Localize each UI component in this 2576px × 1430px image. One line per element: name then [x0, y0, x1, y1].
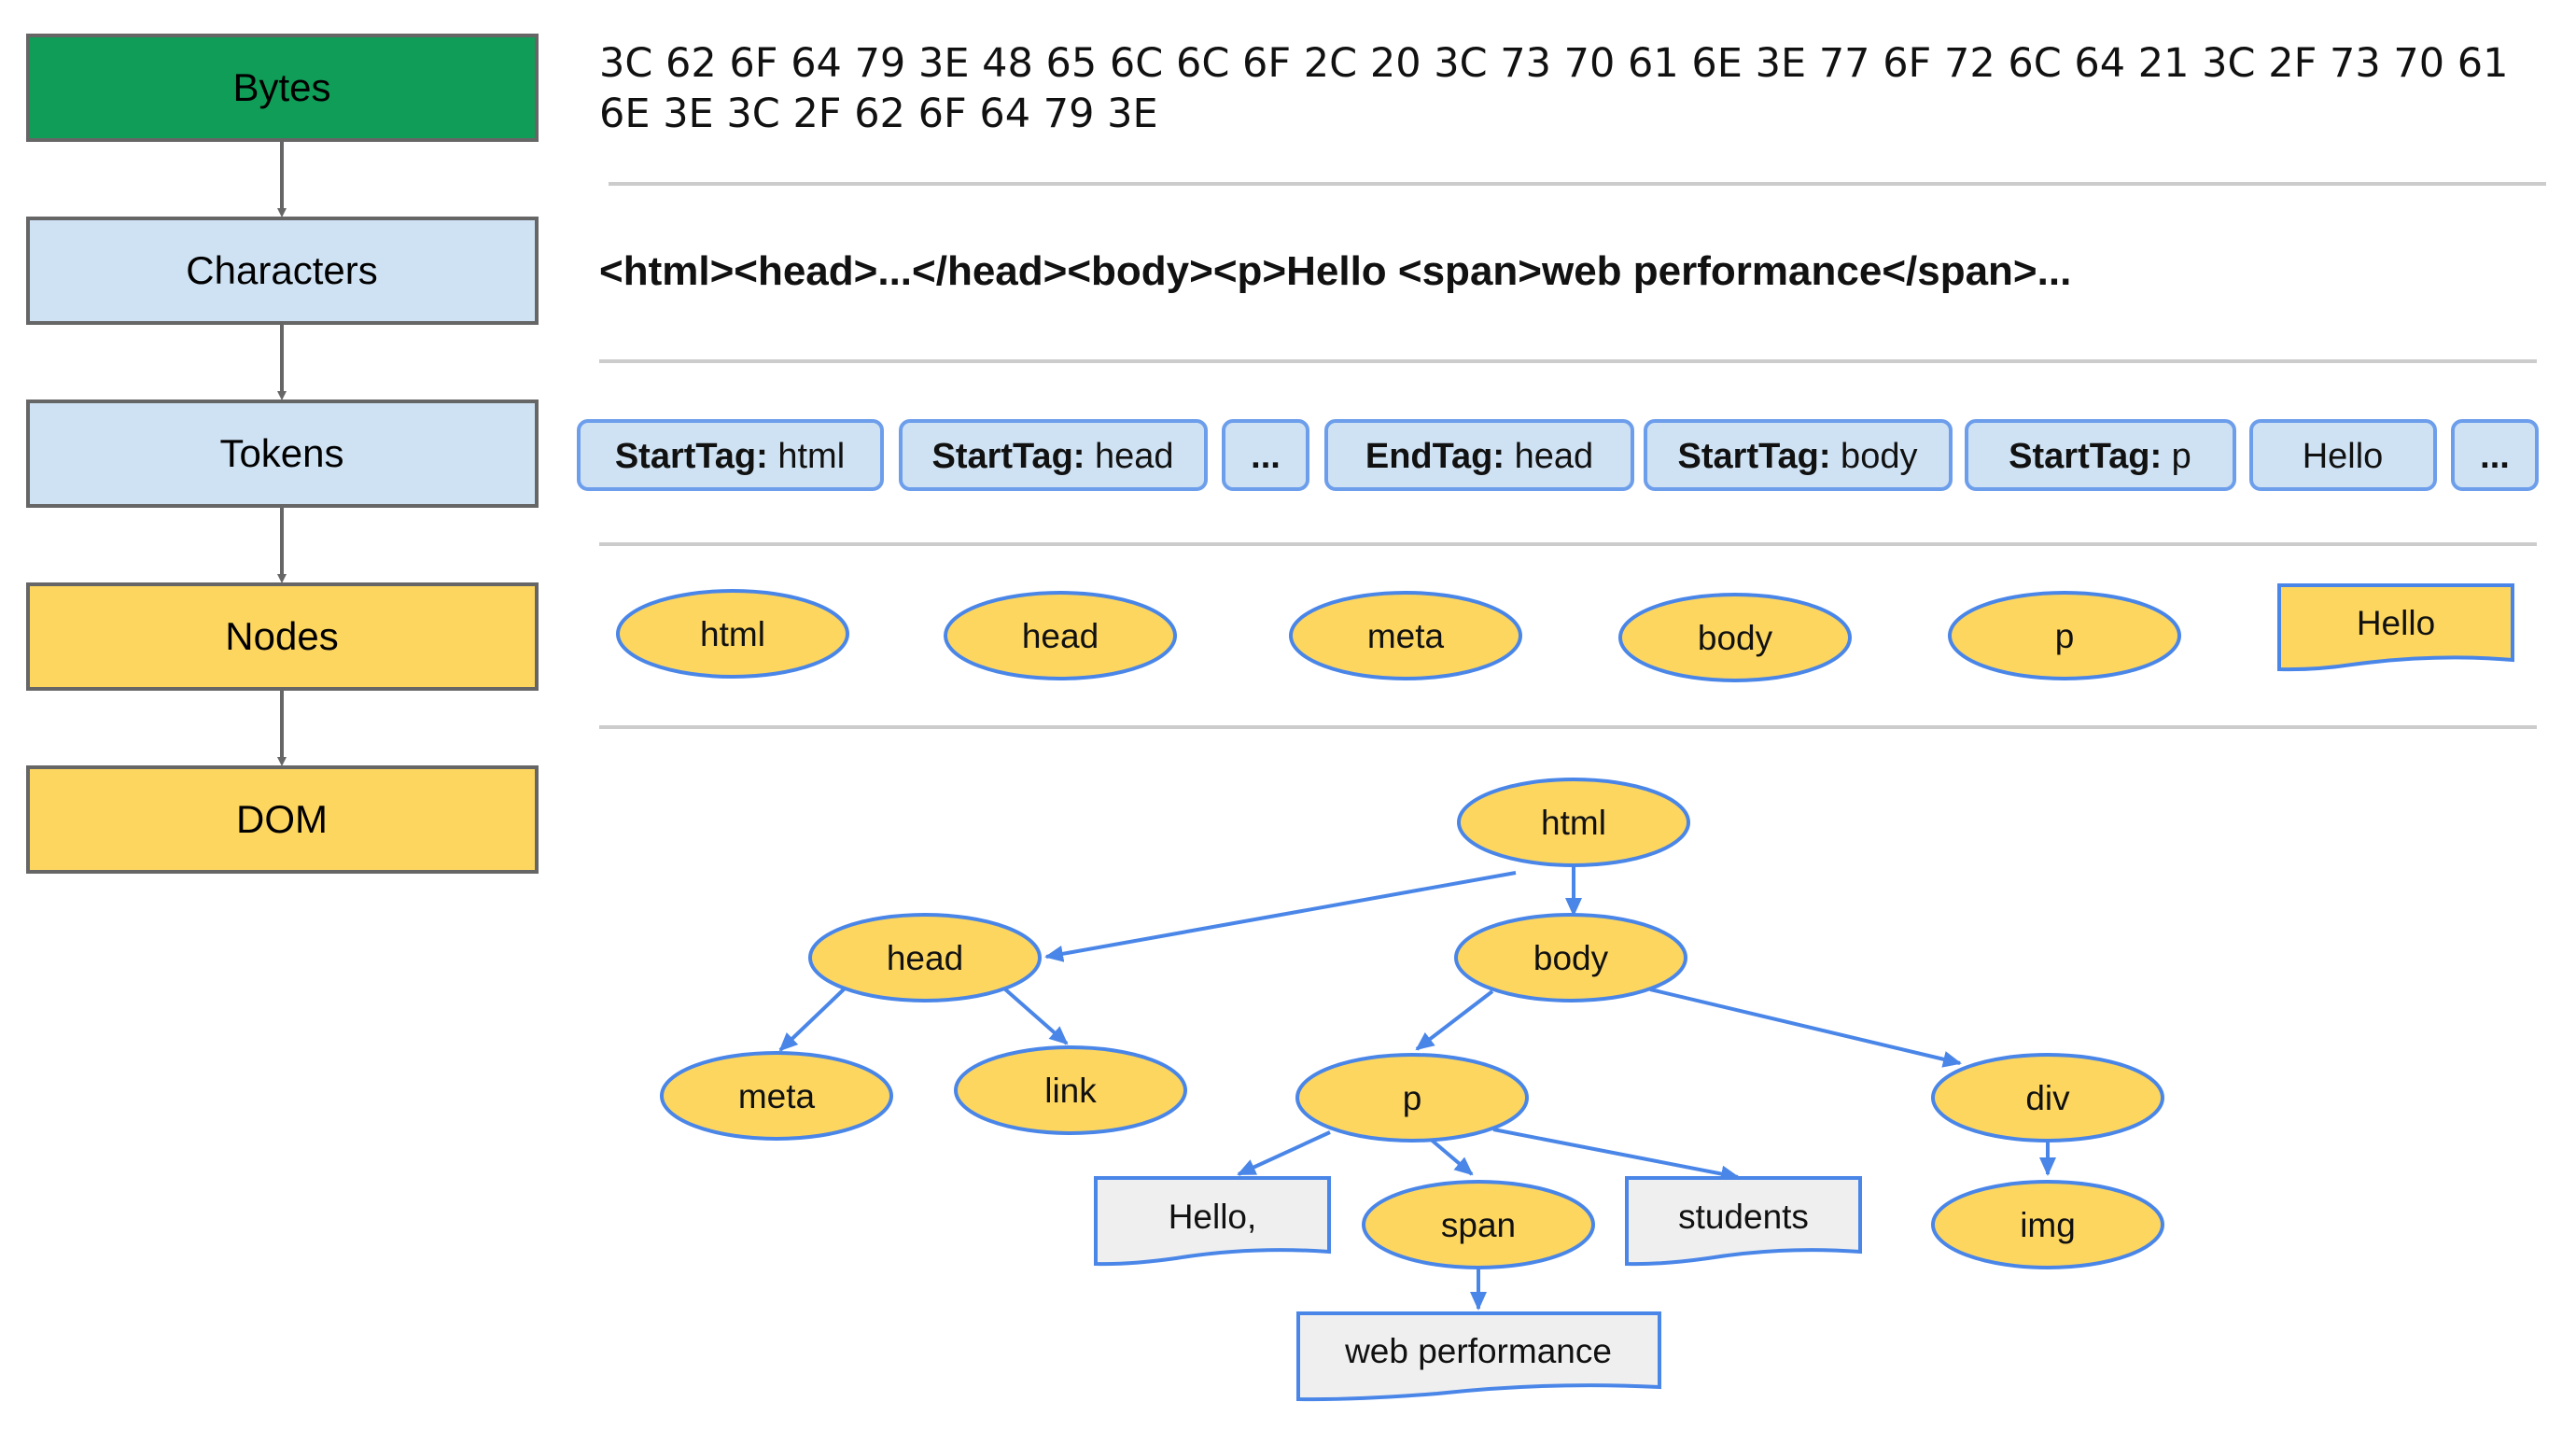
node-label: p [2055, 617, 2075, 655]
characters-stage-box [26, 217, 539, 325]
token-starttag-body: StartTag: body [1678, 437, 1918, 476]
bytes-stage-box [26, 34, 539, 142]
token-starttag-head: StartTag: head [931, 437, 1173, 476]
bytes-hex-line-2: 6E 3E 3C 2F 62 6F 64 79 3E [599, 91, 1158, 137]
dom-node-body [1454, 913, 1687, 1002]
dom-node-p [1295, 1053, 1529, 1143]
dom-node-label: link [1044, 1072, 1097, 1110]
characters-string: <html><head>...</head><body><p>Hello <sp… [599, 248, 2071, 294]
dom-node-label: students [1678, 1198, 1809, 1236]
dom-stage-label: DOM [236, 797, 328, 841]
token-box [2451, 419, 2539, 491]
dom-node-label: html [1541, 804, 1606, 842]
token-ellipsis: ... [1251, 437, 1281, 476]
dom-node-head [808, 913, 1042, 1002]
nodes-stage-box [26, 582, 539, 691]
dom-node-link [954, 1045, 1187, 1135]
dom-node-label: meta [738, 1077, 816, 1115]
dom-node-label: head [887, 939, 963, 977]
node-meta [1289, 591, 1522, 680]
dom-node-label: p [1403, 1079, 1422, 1117]
bytes-stage-label: Bytes [232, 65, 330, 109]
node-p [1948, 591, 2181, 680]
dom-node-label: img [2020, 1206, 2076, 1244]
edge-p-students [1492, 1128, 1740, 1183]
token-box [577, 419, 884, 491]
nodes-stage-label: Nodes [225, 614, 338, 658]
node-head [944, 591, 1177, 680]
dom-text-node-students [1625, 1176, 1862, 1267]
dom-node-html [1457, 778, 1690, 867]
node-body [1618, 593, 1852, 682]
token-box [1222, 419, 1309, 491]
token-text-hello: Hello [2303, 437, 2384, 476]
dom-node-span [1362, 1180, 1595, 1269]
characters-stage-label: Characters [186, 248, 377, 292]
edge-head-link [1002, 987, 1069, 1045]
node-label: head [1022, 617, 1099, 655]
token-box [2249, 419, 2437, 491]
dom-node-meta [660, 1051, 893, 1141]
token-ellipsis: ... [2480, 437, 2510, 476]
bytes-hex-line-1: 3C 62 6F 64 79 3E 48 65 6C 6C 6F 2C 20 3… [599, 40, 2508, 87]
node-label: body [1698, 619, 1773, 657]
token-endtag-head: EndTag: head [1365, 437, 1593, 476]
dom-node-label: body [1533, 939, 1609, 977]
dom-node-label: span [1441, 1206, 1516, 1244]
node-label: Hello [2357, 604, 2435, 642]
tokens-row: StartTag: html StartTag: head ... EndTag… [577, 419, 2539, 491]
text-node-hello [2277, 583, 2514, 672]
stage-pipeline: Bytes Characters Tokens Nodes DOM [26, 34, 539, 874]
token-box [1965, 419, 2236, 491]
token-box [899, 419, 1208, 491]
dom-text-node-web-performance [1296, 1311, 1661, 1402]
dom-stage-box [26, 765, 539, 874]
dom-node-div [1931, 1053, 2164, 1143]
tokens-stage-label: Tokens [219, 431, 343, 475]
edge-body-p [1415, 989, 1494, 1051]
nodes-row: html head meta body p Hello [616, 583, 2514, 682]
token-box [1324, 419, 1634, 491]
node-html [616, 589, 849, 679]
edge-html-head [1044, 871, 1517, 962]
dom-node-label: Hello, [1169, 1198, 1257, 1236]
edge-head-meta [778, 987, 847, 1052]
dom-node-img [1931, 1180, 2164, 1269]
node-label: html [700, 615, 765, 653]
dom-tree: html head body meta link p div Hello, sp… [660, 778, 2164, 1402]
edge-p-span [1427, 1136, 1474, 1176]
dom-text-node-hello [1094, 1176, 1331, 1267]
tokens-stage-box [26, 400, 539, 508]
node-label: meta [1367, 617, 1445, 655]
edge-p-hello [1237, 1130, 1331, 1176]
token-box [1644, 419, 1953, 491]
edge-body-div [1649, 988, 1962, 1068]
dom-node-label: div [2025, 1079, 2070, 1117]
token-starttag-p: StartTag: p [2009, 437, 2191, 476]
dom-node-label: web performance [1344, 1332, 1612, 1370]
token-starttag-html: StartTag: html [615, 437, 845, 476]
dom-tree-edges [778, 866, 2056, 1311]
